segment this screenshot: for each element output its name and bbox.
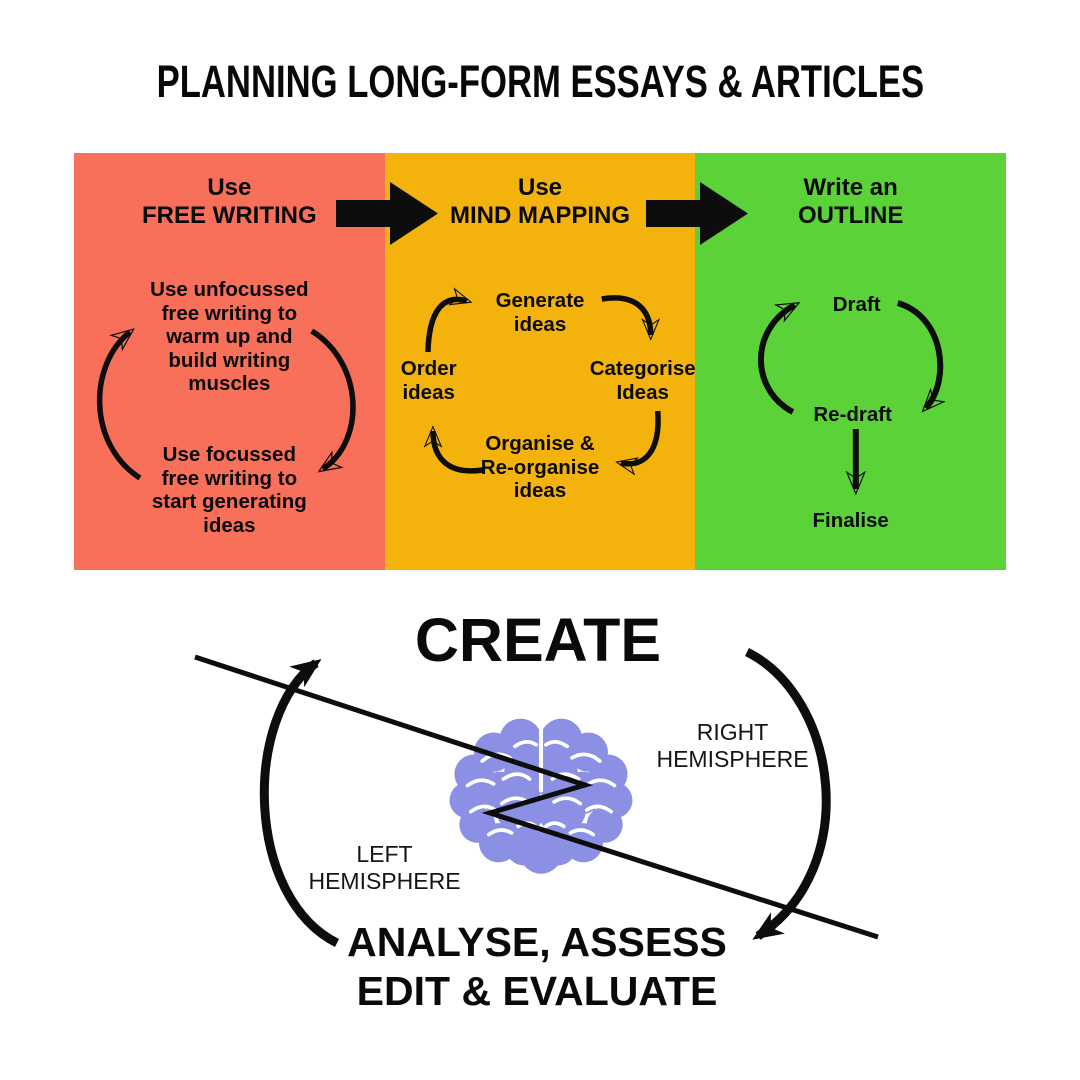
mind-mapping-step-generate: Generate ideas: [385, 289, 696, 336]
text-line: Organise &: [485, 432, 595, 455]
text-line: Categorise: [589, 357, 696, 380]
panel-header-line: OUTLINE: [798, 202, 904, 229]
analyse-label: ANALYSE, ASSESS EDIT & EVALUATE: [0, 918, 1074, 1016]
text-line: Generate: [495, 289, 585, 312]
text-line: Use unfocussed: [150, 278, 309, 301]
panel-header-line: Use: [517, 174, 563, 201]
text-line: warm up and: [166, 325, 293, 348]
free-writing-note-2: Use focussed free writing to start gener…: [74, 443, 385, 537]
panel-header-line: FREE WRITING: [142, 202, 317, 229]
create-cycle-arrow-up-icon: [259, 658, 340, 948]
text-line: RIGHT: [696, 719, 769, 745]
panel-outline-header: Write an OUTLINE: [695, 174, 1006, 230]
text-line: build writing: [168, 348, 291, 372]
left-hemisphere-label: LEFT HEMISPHERE: [272, 841, 497, 895]
outline-step-draft: Draft: [701, 293, 1012, 317]
text-line: Finalise: [812, 509, 889, 532]
cycle-arrow-down-icon: [897, 300, 940, 408]
create-label: CREATE: [414, 606, 662, 674]
panel-outline: Write an OUTLINE Draft Re-draft: [695, 153, 1008, 570]
text-line: Ideas: [616, 380, 669, 404]
outline-step-finalise: Finalise: [695, 509, 1006, 533]
text-line: muscles: [188, 372, 271, 395]
text-line: ideas: [203, 513, 256, 537]
text-line: Use focussed: [162, 443, 296, 466]
panel-mind-mapping-header: Use MIND MAPPING: [385, 174, 696, 230]
panel-header-line: Write an: [803, 174, 898, 201]
text-line: ideas: [513, 479, 567, 502]
page-title: PLANNING LONG-FORM ESSAYS & ARTICLES: [0, 59, 1080, 104]
text-line: Draft: [832, 293, 881, 316]
right-hemisphere-label: RIGHT HEMISPHERE: [620, 719, 845, 773]
cycle-arrow-up-icon: [758, 305, 795, 415]
text-line: free writing to: [161, 466, 298, 490]
mind-mapping-step-categorise: Categorise Ideas: [573, 357, 713, 404]
text-line: Re-organise: [480, 455, 600, 479]
outline-step-redraft: Re-draft: [697, 403, 1008, 427]
text-line: ideas: [402, 380, 455, 404]
mind-mapping-step-order: Order ideas: [381, 357, 477, 404]
mind-mapping-step-organise: Organise & Re-organise ideas: [385, 432, 696, 503]
page-title-text: PLANNING LONG-FORM ESSAYS & ARTICLES: [156, 56, 924, 107]
free-writing-note-1: Use unfocussed free writing to warm up a…: [74, 278, 385, 396]
panel-free-writing-header: Use FREE WRITING: [74, 174, 385, 230]
text-line: free writing to: [161, 301, 298, 325]
panel-mind-mapping: Use MIND MAPPING Generate ideas Categ: [384, 153, 696, 570]
text-line: Re-draft: [813, 403, 892, 426]
text-line: start generating: [151, 490, 307, 513]
text-line: HEMISPHERE: [656, 746, 809, 772]
process-panels: Use FREE WRITING Use unfocussed free wri…: [74, 153, 1008, 570]
text-line: EDIT & EVALUATE: [356, 968, 718, 1014]
text-line: LEFT: [356, 841, 413, 867]
panel-header-line: Use: [207, 174, 252, 201]
text-line: HEMISPHERE: [308, 868, 461, 894]
text-line: Order: [400, 357, 457, 380]
panel-free-writing: Use FREE WRITING Use unfocussed free wri…: [74, 153, 385, 570]
text-line: ANALYSE, ASSESS: [347, 919, 727, 965]
panel-header-line: MIND MAPPING: [450, 202, 630, 229]
text-line: ideas: [513, 312, 567, 336]
analyse-cycle-arrow-down-icon: [744, 647, 831, 940]
